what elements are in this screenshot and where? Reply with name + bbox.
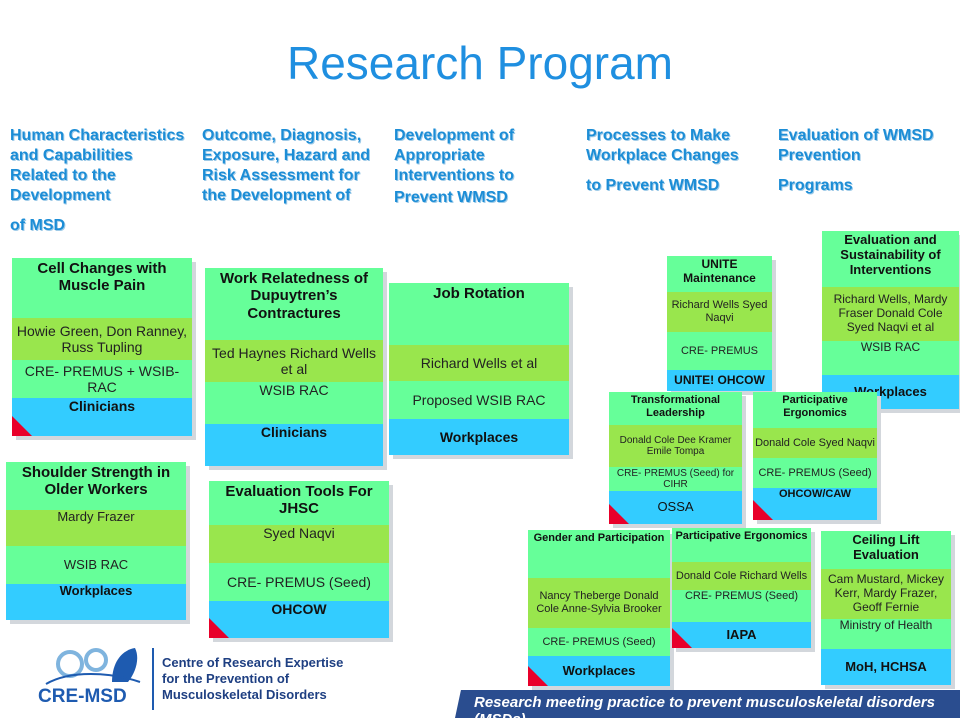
card-organization: Workplaces <box>6 583 186 620</box>
card-funding: CRE- PREMUS <box>667 332 772 370</box>
column-text: Evaluation of WMSD Prevention <box>778 127 934 164</box>
centre-line-3: Musculoskeletal Disorders <box>162 687 327 702</box>
card-title: Evaluation and Sustainability of Interve… <box>822 231 959 287</box>
card-researchers: Donald Cole Syed Naqvi <box>753 428 877 458</box>
card-organization: Workplaces <box>528 656 670 686</box>
card-researchers: Nancy Theberge Donald Cole Anne-Sylvia B… <box>528 578 670 628</box>
card-title: Work Relatedness of Dupuytren’s Contract… <box>205 268 383 340</box>
page-title: Research Program <box>286 37 674 89</box>
card-organization: OHCOW/CAW <box>753 488 877 520</box>
column-text-2: Prevent WMSD <box>394 189 508 206</box>
card-title: Cell Changes with Muscle Pain <box>12 258 192 318</box>
card-title: Shoulder Strength in Older Workers <box>6 462 186 510</box>
cre-msd-logo-icon <box>45 648 141 685</box>
column-text: Outcome, Diagnosis, Exposure, Hazard and… <box>202 127 371 204</box>
card-work-relatedness: Work Relatedness of Dupuytren’s Contract… <box>205 268 383 466</box>
column-text: Development of Appropriate Interventions… <box>394 127 515 184</box>
card-organization: UNITE! OHCOW <box>667 370 772 391</box>
card-title: UNITE Maintenance <box>667 256 772 292</box>
card-researchers: Howie Green, Don Ranney, Russ Tupling <box>12 318 192 360</box>
card-researchers: Ted Haynes Richard Wells et al <box>205 340 383 382</box>
card-title: Transformational Leadership <box>609 392 742 425</box>
column-text: Human Characteristics and Capabilities R… <box>10 127 185 204</box>
logo-divider <box>152 648 154 710</box>
card-title: Ceiling Lift Evaluation <box>821 531 951 569</box>
centre-line-2: for the Prevention of <box>162 671 290 686</box>
card-organization: Workplaces <box>389 419 569 455</box>
card-funding: WSIB RAC <box>205 382 383 424</box>
card-organization: Clinicians <box>205 424 383 466</box>
card-organization: MoH, HCHSA <box>821 649 951 685</box>
column-heading-human: Human Characteristics and Capabilities R… <box>10 126 190 236</box>
card-funding: CRE- PREMUS (Seed) <box>672 590 811 622</box>
card-participative-ergonomics-2: Participative Ergonomics Donald Cole Ric… <box>672 528 811 648</box>
card-researchers: Donald Cole Richard Wells <box>672 562 811 590</box>
card-researchers: Richard Wells Syed Naqvi <box>667 292 772 332</box>
card-researchers: Richard Wells, Mardy Fraser Donald Cole … <box>822 287 959 341</box>
card-researchers: Syed Naqvi <box>209 525 389 563</box>
card-title: Participative Ergonomics <box>672 528 811 562</box>
column-heading-processes: Processes to Make Workplace Changes to P… <box>586 126 766 196</box>
column-heading-development: Development of Appropriate Interventions… <box>394 126 574 208</box>
card-title: Participative Ergonomics <box>753 392 877 428</box>
card-evaluation-sustainability: Evaluation and Sustainability of Interve… <box>822 231 959 409</box>
column-heading-evaluation: Evaluation of WMSD Prevention Programs <box>778 126 958 196</box>
corner-marker <box>672 628 692 648</box>
card-funding: CRE- PREMUS (Seed) <box>528 628 670 656</box>
card-gender-participation: Gender and Participation Nancy Theberge … <box>528 530 670 686</box>
card-shoulder-strength: Shoulder Strength in Older Workers Mardy… <box>6 462 186 620</box>
card-researchers: Cam Mustard, Mickey Kerr, Mardy Frazer, … <box>821 569 951 619</box>
card-funding: CRE- PREMUS (Seed) <box>753 458 877 488</box>
logo-centre-name: Centre of Research Expertise for the Pre… <box>162 655 343 703</box>
card-transformational-leadership: Transformational Leadership Donald Cole … <box>609 392 742 524</box>
card-researchers: Mardy Frazer <box>6 509 186 546</box>
card-ceiling-lift-evaluation: Ceiling Lift Evaluation Cam Mustard, Mic… <box>821 531 951 685</box>
card-unite-maintenance: UNITE Maintenance Richard Wells Syed Naq… <box>667 256 772 391</box>
card-researchers: Donald Cole Dee Kramer Emile Tompa <box>609 425 742 467</box>
card-title: Evaluation Tools For JHSC <box>209 481 389 525</box>
card-funding: Proposed WSIB RAC <box>389 381 569 419</box>
column-text-2: to Prevent WMSD <box>586 177 720 194</box>
card-organization: Clinicians <box>12 398 192 436</box>
card-researchers: Richard Wells et al <box>389 345 569 381</box>
card-organization: OSSA <box>609 491 742 524</box>
corner-marker <box>609 504 629 524</box>
centre-line-1: Centre of Research Expertise <box>162 655 344 670</box>
footer-tagline: Research meeting practice to prevent mus… <box>474 694 936 728</box>
card-funding: CRE- PREMUS + WSIB-RAC <box>12 360 192 398</box>
card-organization: OHCOW <box>209 601 389 638</box>
corner-marker <box>12 416 32 436</box>
corner-marker <box>209 618 229 638</box>
column-text: Processes to Make Workplace Changes <box>586 127 739 164</box>
corner-marker <box>528 666 548 686</box>
corner-marker <box>753 500 773 520</box>
card-title: Gender and Participation <box>528 530 670 578</box>
card-title: Job Rotation <box>389 283 569 345</box>
column-text-2: Programs <box>778 177 853 194</box>
card-funding: CRE- PREMUS (Seed) <box>209 563 389 601</box>
logo-name: CRE-MSD <box>38 686 127 707</box>
card-funding: WSIB RAC <box>6 546 186 584</box>
card-funding: CRE- PREMUS (Seed) for CIHR <box>609 467 742 491</box>
card-participative-ergonomics-1: Participative Ergonomics Donald Cole Sye… <box>753 392 877 520</box>
card-organization: IAPA <box>672 622 811 648</box>
card-funding: Ministry of Health <box>821 618 951 649</box>
card-evaluation-tools: Evaluation Tools For JHSC Syed Naqvi CRE… <box>209 481 389 638</box>
card-cell-changes: Cell Changes with Muscle Pain Howie Gree… <box>12 258 192 436</box>
card-funding: WSIB RAC <box>822 340 959 375</box>
column-text-2: of MSD <box>10 217 66 234</box>
column-heading-outcome: Outcome, Diagnosis, Exposure, Hazard and… <box>202 126 382 266</box>
card-job-rotation: Job Rotation Richard Wells et al Propose… <box>389 283 569 455</box>
